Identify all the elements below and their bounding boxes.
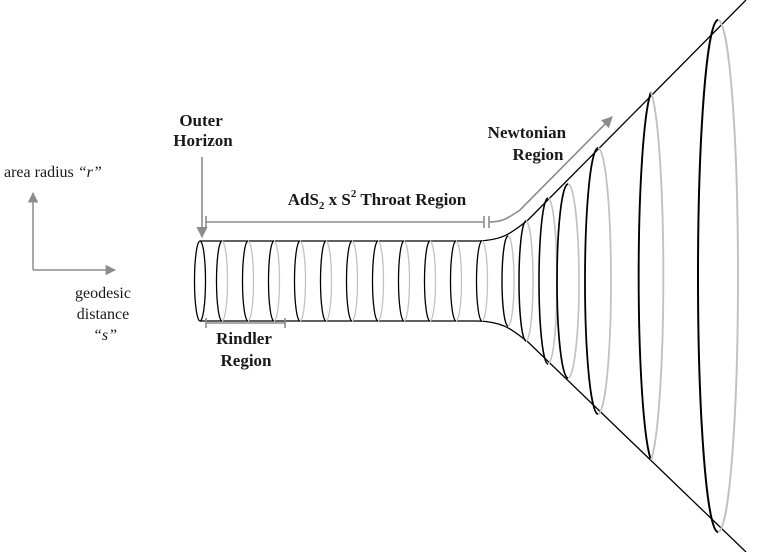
newtonian-line1: Newtonian: [488, 123, 567, 142]
flare-ring: [556, 183, 580, 379]
rindler-line1: Rindler: [216, 329, 272, 348]
rindler-region-label: Rindler Region: [216, 329, 276, 370]
throat-rings: [215, 240, 489, 322]
flare-rings: [501, 19, 739, 533]
throat-ring: [475, 240, 489, 322]
flare-ring: [538, 197, 558, 365]
throat-ring: [293, 240, 307, 322]
newtonian-line2: Region: [513, 145, 565, 164]
flare-ring: [518, 220, 534, 342]
newtonian-bracket: [488, 116, 613, 228]
outer-horizon-label: Outer Horizon: [173, 111, 233, 150]
axes: [27, 191, 117, 276]
x-axis-label: geodesic distance “s”: [75, 285, 135, 344]
flare-ring: [637, 91, 665, 461]
throat-ring: [345, 240, 359, 322]
throat-ring: [267, 240, 281, 322]
rindler-line2: Region: [221, 351, 273, 370]
tube-outline: [200, 0, 747, 552]
y-axis-label: area radius “r”: [4, 164, 102, 181]
throat-ring: [449, 240, 463, 322]
tube-bottom-edge: [200, 320, 747, 552]
throat-ring: [371, 240, 385, 322]
tube-top-edge: [200, 0, 747, 242]
throat-bracket: [205, 216, 485, 228]
throat-ring: [241, 240, 255, 322]
rindler-bracket: [205, 318, 286, 328]
horizon-end-ring: [193, 240, 207, 322]
throat-ring: [397, 240, 411, 322]
newtonian-region-label: Newtonian Region: [488, 123, 571, 164]
outer-horizon-line1: Outer: [179, 111, 223, 130]
x-axis-line1: geodesic: [75, 285, 131, 302]
outer-horizon-line2: Horizon: [173, 131, 233, 150]
flare-ring: [501, 235, 515, 327]
x-axis-var: “s”: [93, 327, 117, 344]
throat-ring: [215, 240, 229, 322]
flare-ring: [584, 147, 612, 415]
x-axis-line2: distance: [77, 306, 129, 323]
flare-ring: [697, 19, 739, 533]
throat-ring: [423, 240, 437, 322]
throat-region-label: AdS2 x S2 Throat Region: [288, 188, 467, 212]
throat-ring: [319, 240, 333, 322]
